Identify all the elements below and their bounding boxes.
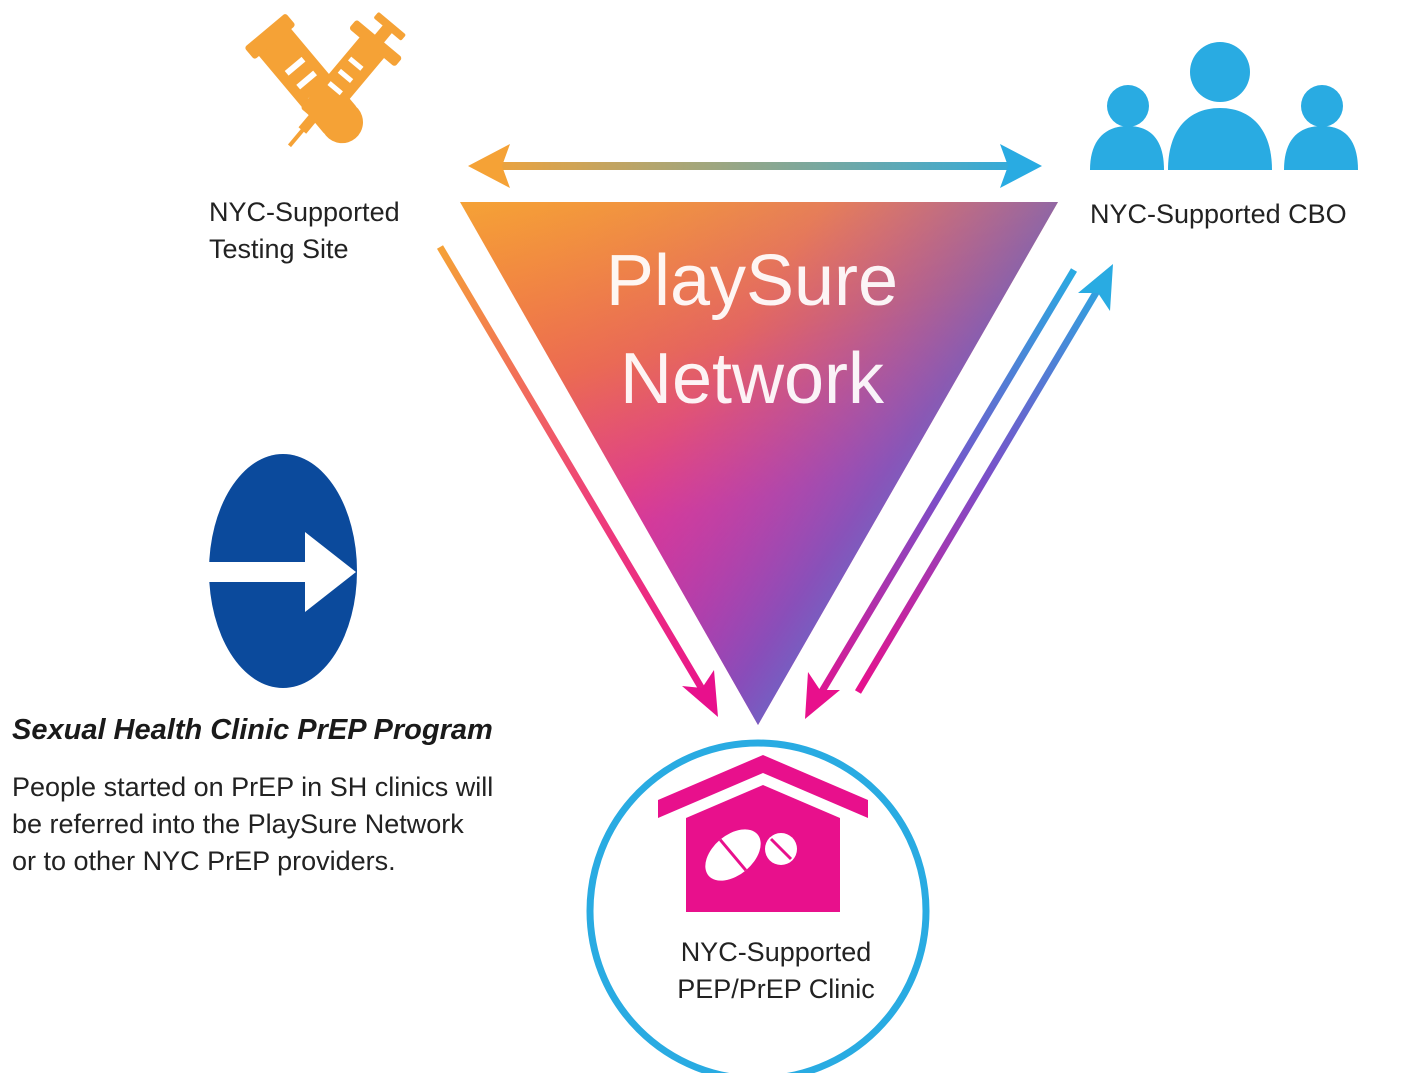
clinic-label: NYC-Supported PEP/PrEP Clinic: [656, 934, 896, 1008]
program-description: People started on PrEP in SH clinics wil…: [12, 769, 602, 880]
testing-site-label-line1: NYC-Supported: [209, 197, 400, 227]
network-triangle: [460, 202, 1058, 725]
clinic-label-line2: PEP/PrEP Clinic: [677, 974, 875, 1004]
house-pills-icon: [658, 755, 868, 912]
testing-site-label: NYC-Supported Testing Site: [209, 194, 400, 268]
program-title: Sexual Health Clinic PrEP Program: [12, 714, 493, 746]
cbo-label: NYC-Supported CBO: [1090, 196, 1347, 233]
arrow-testing-to-clinic: [436, 245, 718, 717]
clinic-label-line1: NYC-Supported: [680, 937, 872, 967]
network-title-line1: PlaySure: [606, 241, 898, 321]
program-description-line1: People started on PrEP in SH clinics wil…: [12, 772, 494, 802]
cbo-label-line1: NYC-Supported CBO: [1090, 199, 1347, 229]
program-description-line2: be referred into the PlaySure Network: [12, 809, 464, 839]
clinic-circle: [586, 739, 930, 1073]
program-description-line3: or to other NYC PrEP providers.: [12, 846, 396, 876]
people-group-icon: [1090, 42, 1358, 170]
arrow-clinic-to-cbo: [854, 264, 1113, 694]
testing-site-label-line2: Testing Site: [209, 234, 349, 264]
arrow-cbo-to-clinic: [805, 268, 1078, 719]
arrow-testing-cbo: [468, 144, 1042, 188]
referral-arrow-oval-icon: [209, 454, 357, 688]
syringe-test-tube-icon: [245, 12, 406, 148]
network-title-line2: Network: [620, 339, 885, 419]
